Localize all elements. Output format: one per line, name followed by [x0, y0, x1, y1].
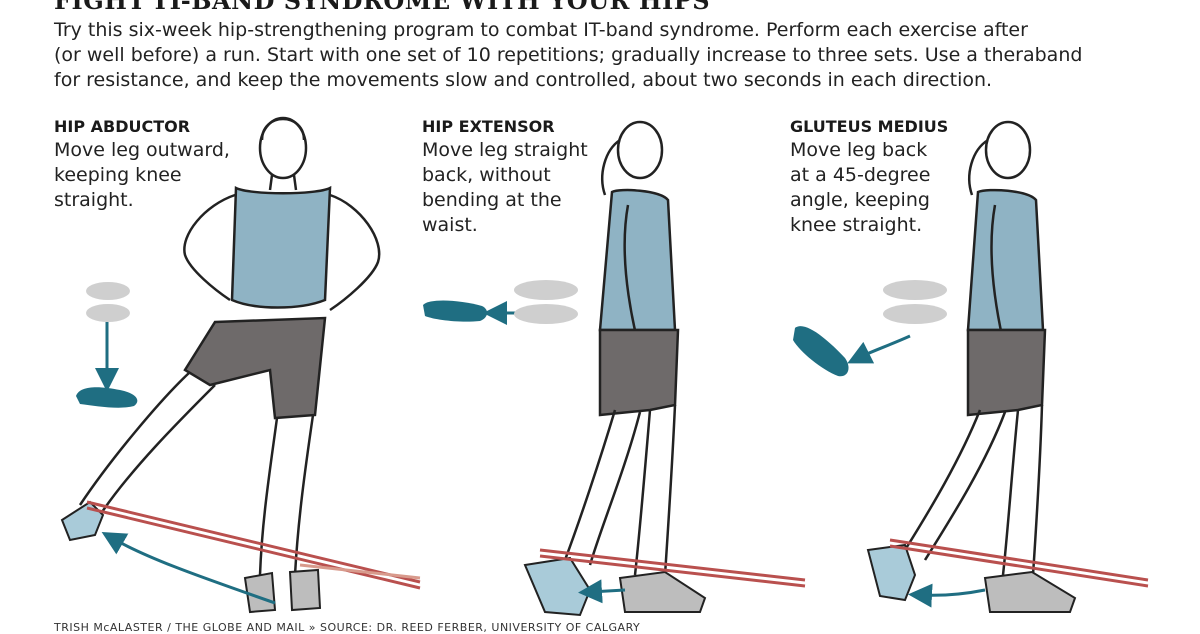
- ghost-footprints-icon: [883, 280, 947, 324]
- description-line: knee straight.: [790, 214, 923, 236]
- ghost-footprints-icon: [514, 280, 578, 324]
- page-title: FIGHT IT-BAND SYNDROME WITH YOUR HIPS: [54, 0, 711, 15]
- theraband: [889, 538, 1149, 588]
- exercise-description-gluteus-medius: Move leg back at a 45-degree angle, keep…: [790, 138, 930, 238]
- description-line: Move leg straight: [422, 139, 588, 161]
- foot-target-icon: [423, 300, 488, 322]
- description-line: Move leg back: [790, 139, 928, 161]
- curved-arrow-icon: [101, 531, 276, 605]
- diagonal-arrow-icon: [847, 334, 911, 364]
- intro-text: Try this six-week hip-strengthening prog…: [54, 18, 1083, 93]
- intro-line: Try this six-week hip-strengthening prog…: [54, 19, 1028, 41]
- left-arrow-icon: [578, 579, 626, 604]
- description-line: bending at the: [422, 189, 562, 211]
- exercise-heading-gluteus-medius: GLUTEUS MEDIUS: [790, 117, 949, 136]
- theraband: [539, 548, 806, 588]
- description-line: angle, keeping: [790, 189, 930, 211]
- ghost-footprints-icon: [86, 282, 130, 322]
- description-line: straight.: [54, 189, 134, 211]
- description-line: keeping knee: [54, 164, 182, 186]
- description-line: Move leg outward,: [54, 139, 230, 161]
- intro-line: for resistance, and keep the movements s…: [54, 69, 993, 91]
- foot-target-icon: [793, 326, 849, 377]
- foot-target-icon: [76, 387, 138, 408]
- description-line: waist.: [422, 214, 478, 236]
- description-line: at a 45-degree: [790, 164, 931, 186]
- figure-gluteus-medius: [793, 120, 1149, 613]
- exercise-description-hip-abductor: Move leg outward, keeping knee straight.: [54, 138, 230, 213]
- exercise-heading-hip-abductor: HIP ABDUCTOR: [54, 117, 191, 136]
- exercise-description-hip-extensor: Move leg straight back, without bending …: [422, 138, 588, 238]
- figure-hip-extensor: [423, 120, 806, 617]
- intro-line: (or well before) a run. Start with one s…: [54, 44, 1083, 66]
- description-line: back, without: [422, 164, 551, 186]
- exercise-heading-hip-extensor: HIP EXTENSOR: [422, 117, 555, 136]
- theraband: [86, 500, 421, 590]
- left-arrow-icon: [908, 583, 986, 608]
- figure-hip-abductor: [60, 116, 421, 614]
- credit-line: TRISH McALASTER / THE GLOBE AND MAIL » S…: [54, 621, 641, 634]
